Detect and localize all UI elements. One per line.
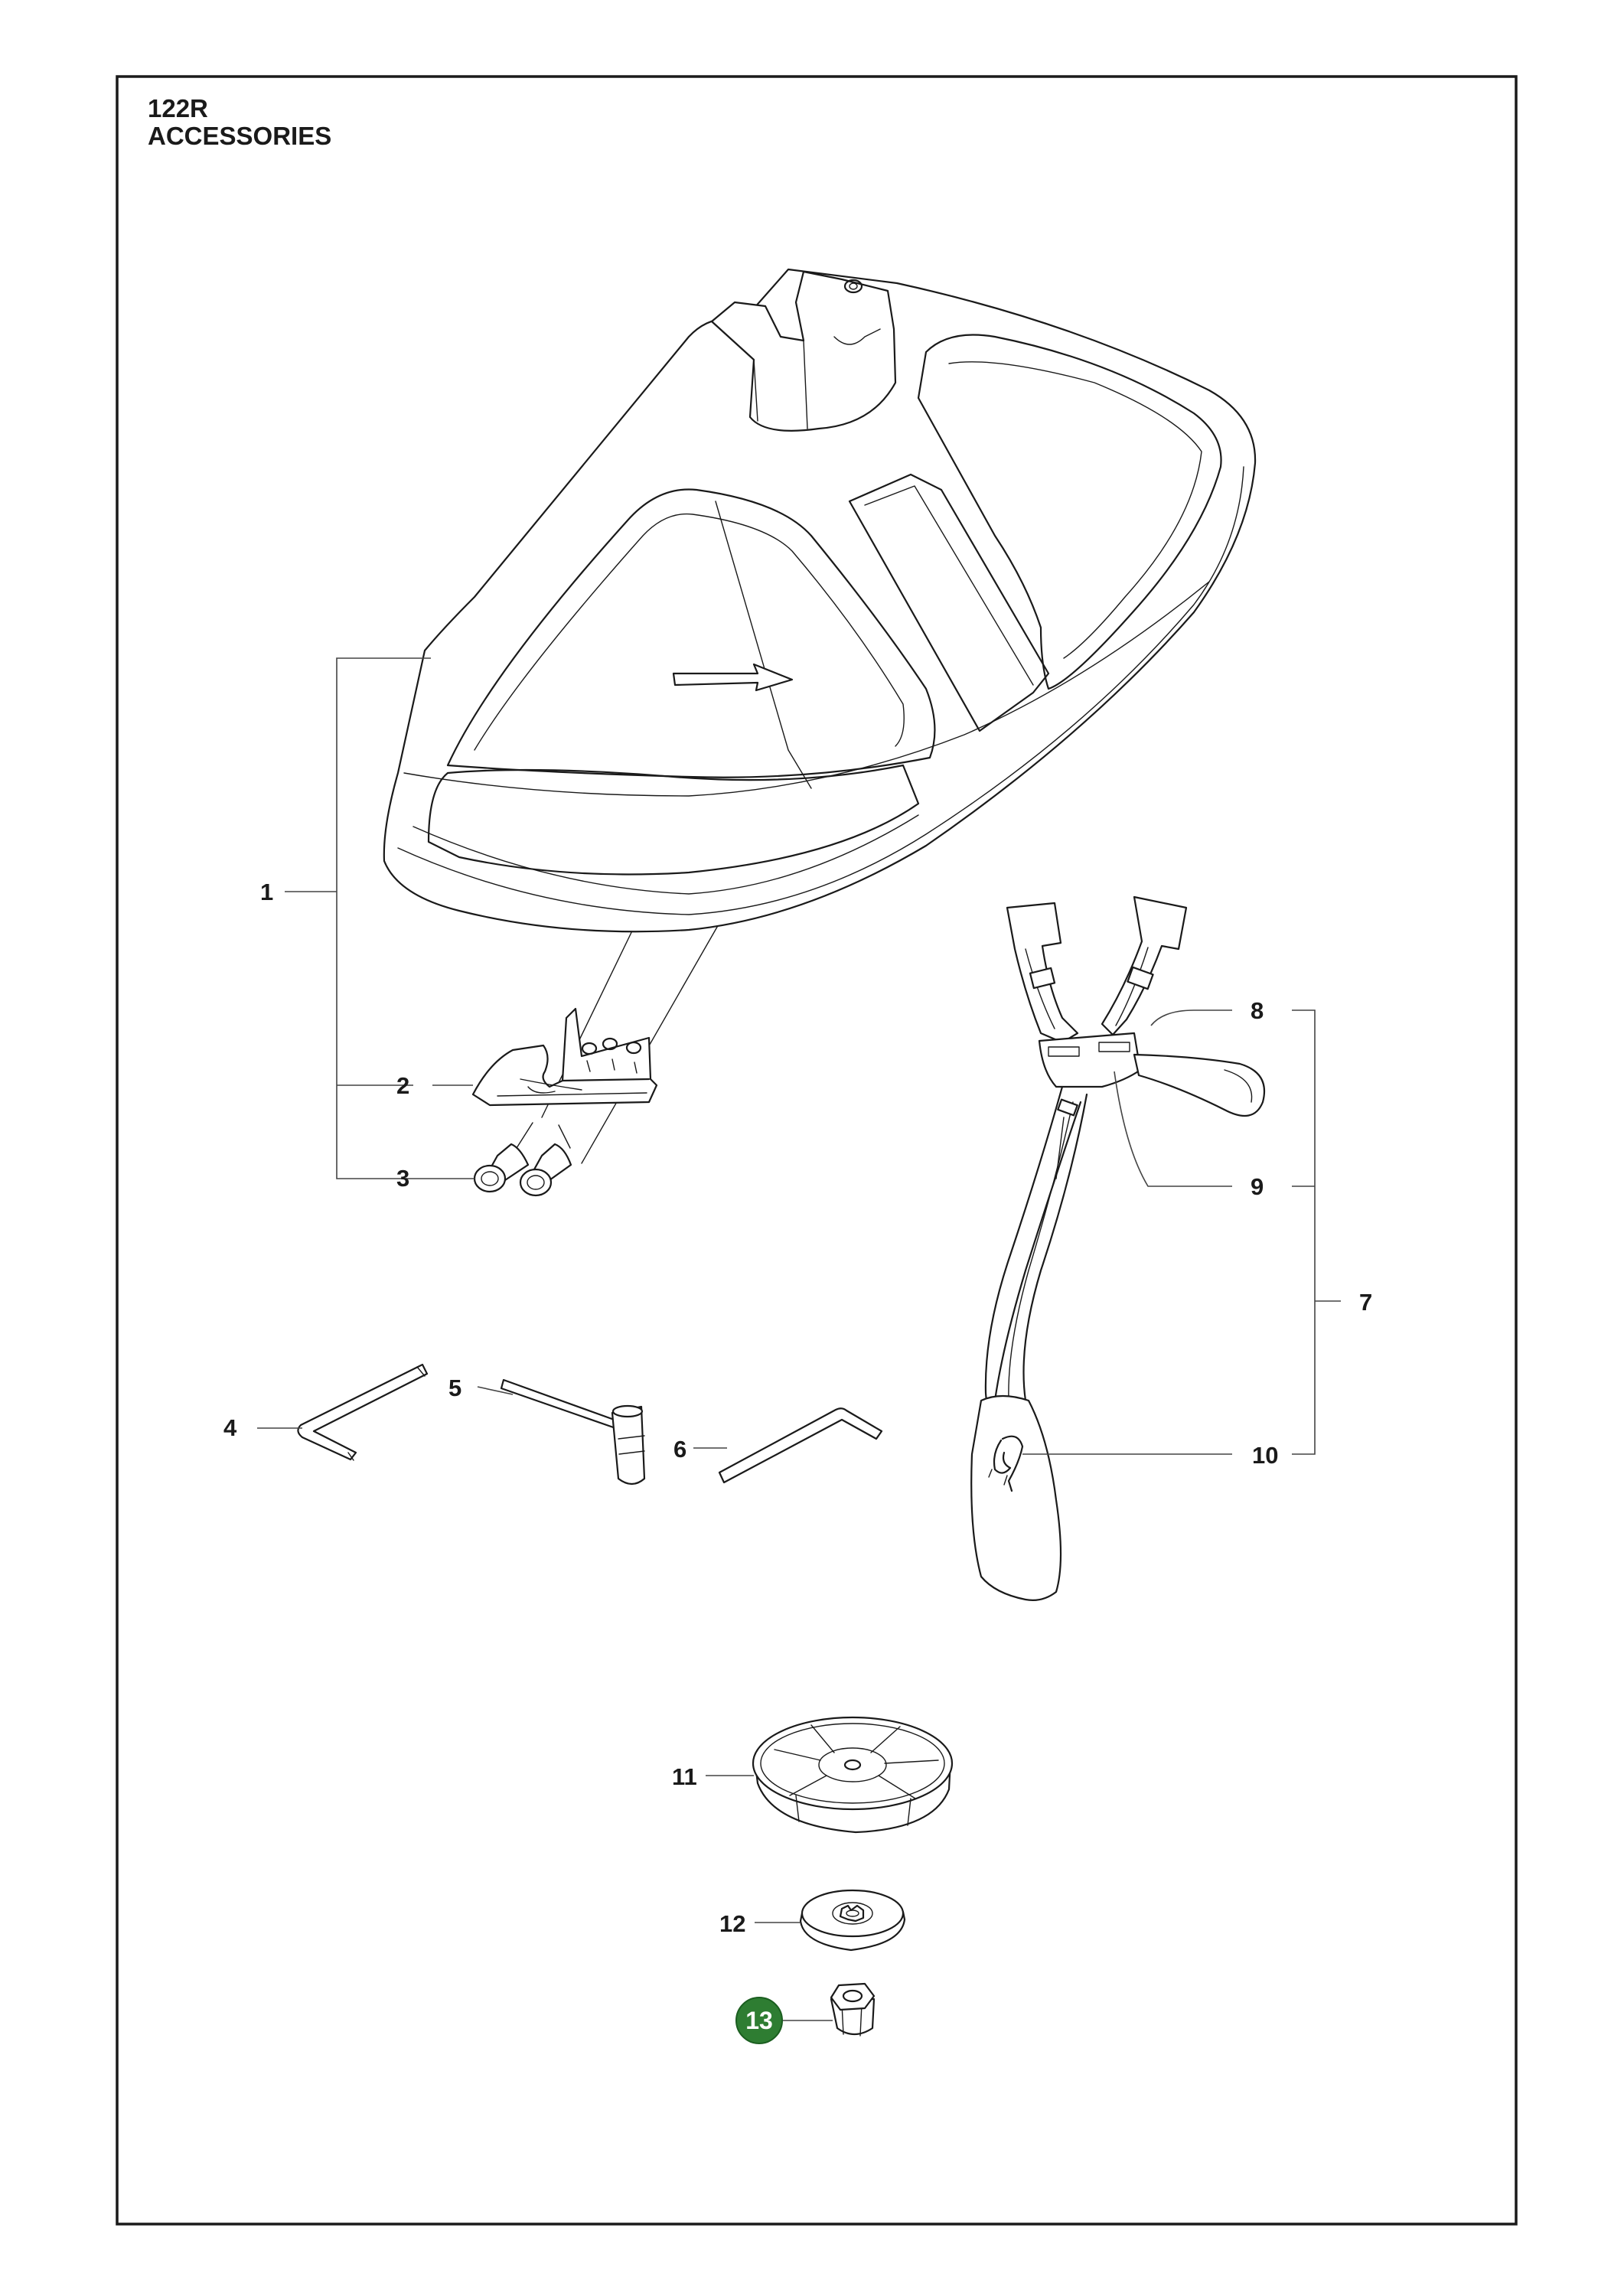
callout-9: 9 bbox=[1251, 1173, 1264, 1200]
guard-bracket-drawing bbox=[471, 1007, 658, 1107]
drive-disc-drawing bbox=[752, 1716, 954, 1834]
support-cup-drawing bbox=[799, 1889, 906, 1952]
page-border bbox=[116, 75, 1518, 2226]
callout-3: 3 bbox=[396, 1165, 409, 1192]
hex-key-6-drawing bbox=[718, 1407, 883, 1484]
highlight-badge bbox=[735, 1997, 783, 2044]
combination-wrench-drawing bbox=[500, 1378, 646, 1486]
callout-12: 12 bbox=[719, 1910, 745, 1937]
section-label-overlay: ACCESSORIES bbox=[148, 122, 332, 150]
callout-1: 1 bbox=[260, 879, 273, 905]
screws-drawing bbox=[473, 1122, 572, 1197]
callout-4: 4 bbox=[223, 1414, 237, 1441]
callout-11: 11 bbox=[672, 1763, 697, 1790]
callout-5: 5 bbox=[448, 1375, 461, 1401]
callout-6: 6 bbox=[673, 1436, 686, 1463]
model-label-overlay: 122R bbox=[148, 94, 208, 122]
callout-labels: 1 2 3 4 5 6 7 8 9 10 11 12 13 bbox=[223, 879, 1372, 2044]
callout-leaders bbox=[257, 657, 1341, 2021]
callout-7: 7 bbox=[1359, 1289, 1372, 1316]
lock-nut-drawing bbox=[830, 1982, 876, 2037]
hex-key-4-drawing bbox=[297, 1363, 429, 1461]
page-title-overlay: 122R ACCESSORIES bbox=[148, 95, 331, 150]
harness-drawing bbox=[970, 895, 1266, 1601]
callout-13: 13 bbox=[745, 2007, 773, 2034]
callout-2: 2 bbox=[396, 1072, 409, 1099]
trimmer-guard-drawing bbox=[383, 268, 1257, 1164]
callout-8: 8 bbox=[1251, 997, 1264, 1024]
callout-10: 10 bbox=[1252, 1442, 1278, 1469]
